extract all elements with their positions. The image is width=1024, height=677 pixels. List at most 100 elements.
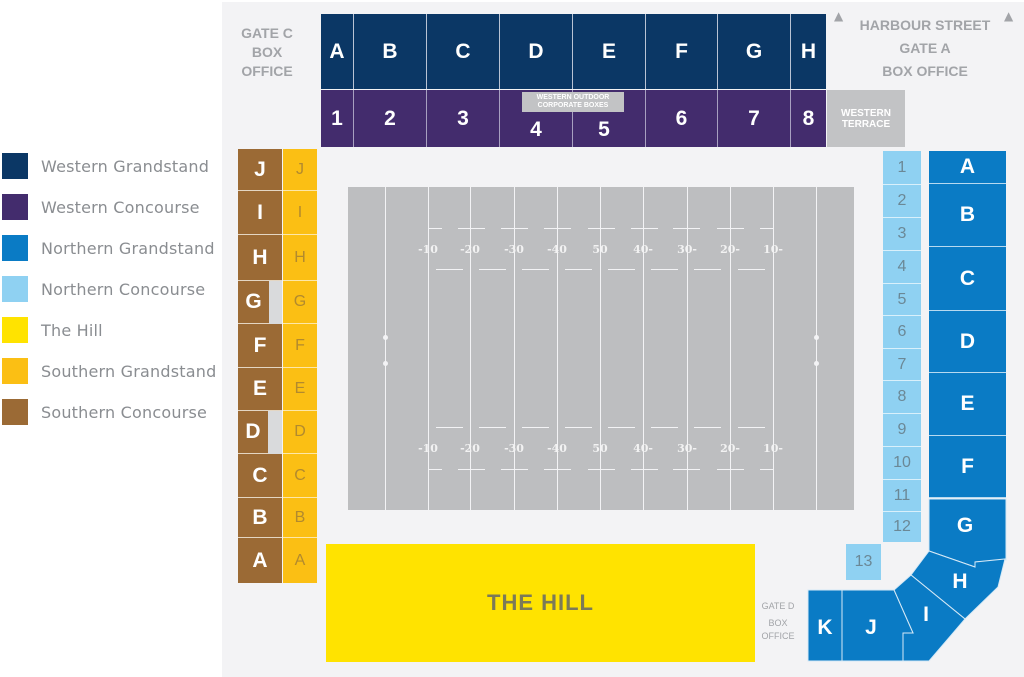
section-sc-f[interactable]: F — [238, 324, 282, 368]
section-nc-12[interactable]: 12 — [883, 512, 921, 542]
gate-c-line3: OFFICE — [241, 62, 293, 79]
section-ng-b[interactable]: B — [929, 184, 1006, 247]
section-sg-f[interactable]: F — [283, 324, 317, 368]
yard-label: -40 — [547, 442, 567, 455]
yard-label: 30- — [677, 243, 697, 256]
section-wc-1[interactable]: 1 — [321, 90, 354, 147]
yard-label: -20 — [460, 442, 480, 455]
section-nc-2[interactable]: 2 — [883, 185, 921, 218]
section-wg-d[interactable]: D — [500, 14, 573, 89]
section-sg-g[interactable]: G — [283, 281, 317, 324]
section-sg-i[interactable]: I — [283, 191, 317, 235]
legend-label: The Hill — [41, 320, 103, 340]
legend-item-northern-grandstand[interactable]: Northern Grandstand — [2, 235, 215, 261]
section-nc-3[interactable]: 3 — [883, 218, 921, 251]
section-sc-a[interactable]: A — [238, 538, 282, 583]
legend-item-western-concourse[interactable]: Western Concourse — [2, 194, 200, 220]
legend-label: Northern Grandstand — [41, 238, 215, 258]
section-sc-g[interactable]: G — [238, 281, 269, 324]
western-terrace[interactable]: WESTERN TERRACE — [827, 90, 905, 147]
section-wg-g[interactable]: G — [718, 14, 791, 89]
section-wg-c[interactable]: C — [427, 14, 500, 89]
section-nc-7[interactable]: 7 — [883, 349, 921, 381]
section-sc-d[interactable]: D — [238, 411, 268, 454]
yard-label: 50 — [592, 243, 608, 256]
gate-a-box-office: HARBOUR STREET GATE A BOX OFFICE — [850, 14, 1000, 83]
section-nc-4[interactable]: 4 — [883, 251, 921, 284]
section-nc-5[interactable]: 5 — [883, 284, 921, 316]
gate-c-box-office: GATE C BOX OFFICE — [232, 24, 302, 81]
section-wc-3[interactable]: 3 — [427, 90, 500, 147]
western-outdoor-corporate-boxes[interactable]: WESTERN OUTDOOR CORPORATE BOXES — [522, 92, 624, 112]
section-ng-i[interactable]: I — [923, 603, 929, 626]
section-nc-13[interactable]: 13 — [846, 544, 881, 580]
yard-label: 40- — [633, 442, 653, 455]
terrace-line2: TERRACE — [841, 118, 891, 130]
section-wg-h[interactable]: H — [791, 14, 826, 89]
section-nc-8[interactable]: 8 — [883, 381, 921, 414]
section-nc-6[interactable]: 6 — [883, 316, 921, 349]
legend-item-western-grandstand[interactable]: Western Grandstand — [2, 153, 209, 179]
section-wg-b[interactable]: B — [354, 14, 427, 89]
section-nc-1[interactable]: 1 — [883, 151, 921, 185]
yard-label: 50 — [592, 442, 608, 455]
gap-block — [268, 411, 282, 454]
legend-label: Southern Concourse — [41, 402, 208, 422]
section-sc-h[interactable]: H — [238, 235, 282, 281]
section-wg-a[interactable]: A — [321, 14, 354, 89]
section-ng-e[interactable]: E — [929, 373, 1006, 436]
yard-label: 10- — [763, 442, 783, 455]
legend-item-the-hill[interactable]: The Hill — [2, 317, 103, 343]
section-sg-e[interactable]: E — [283, 368, 317, 411]
section-sg-j[interactable]: J — [283, 149, 317, 191]
legend-swatch — [2, 358, 28, 384]
section-sg-b[interactable]: B — [283, 498, 317, 538]
legend-item-northern-concourse[interactable]: Northern Concourse — [2, 276, 205, 302]
arrow-up-icon: ▲ — [834, 9, 844, 23]
yard-label: 20- — [720, 442, 740, 455]
section-nc-11[interactable]: 11 — [883, 480, 921, 512]
legend-label: Southern Grandstand — [41, 361, 217, 381]
legend-item-southern-concourse[interactable]: Southern Concourse — [2, 399, 207, 425]
arrow-up-icon: ▲ — [1004, 9, 1014, 23]
section-wc-6[interactable]: 6 — [646, 90, 718, 147]
gate-c-line2: BOX — [251, 43, 283, 60]
section-wc-8[interactable]: 8 — [791, 90, 826, 147]
gate-a-line2: GATE A — [899, 40, 951, 57]
section-sc-j[interactable]: J — [238, 149, 282, 191]
section-wg-e[interactable]: E — [573, 14, 646, 89]
section-sg-a[interactable]: A — [283, 538, 317, 583]
legend-swatch — [2, 399, 28, 425]
section-sg-d[interactable]: D — [283, 411, 317, 454]
section-ng-j[interactable]: J — [865, 616, 877, 639]
section-the-hill[interactable]: THE HILL — [326, 544, 755, 662]
section-ng-a[interactable]: A — [929, 151, 1006, 184]
section-sc-b[interactable]: B — [238, 498, 282, 538]
yard-label: 30- — [677, 442, 697, 455]
section-ng-k-shape[interactable] — [807, 589, 843, 662]
legend-swatch — [2, 276, 28, 302]
section-sg-c[interactable]: C — [283, 454, 317, 498]
section-wc-2[interactable]: 2 — [354, 90, 427, 147]
section-sc-i[interactable]: I — [238, 191, 282, 235]
yard-label: -30 — [504, 243, 524, 256]
section-ng-g[interactable]: G — [956, 514, 974, 537]
section-ng-d[interactable]: D — [929, 311, 1006, 373]
northern-corner-sections — [807, 498, 1007, 662]
section-ng-f[interactable]: F — [929, 436, 1006, 498]
section-sc-c[interactable]: C — [238, 454, 282, 498]
section-sc-e[interactable]: E — [238, 368, 282, 411]
section-nc-9[interactable]: 9 — [883, 414, 921, 447]
section-wc-7[interactable]: 7 — [718, 90, 791, 147]
yard-label: -40 — [547, 243, 567, 256]
section-ng-k[interactable]: K — [817, 616, 833, 639]
section-ng-h[interactable]: H — [952, 570, 968, 593]
gate-a-line1: HARBOUR STREET — [859, 17, 991, 33]
legend-item-southern-grandstand[interactable]: Southern Grandstand — [2, 358, 216, 384]
section-nc-10[interactable]: 10 — [883, 447, 921, 480]
legend-swatch — [2, 235, 28, 261]
yard-label: -10 — [418, 442, 438, 455]
section-wg-f[interactable]: F — [646, 14, 718, 89]
section-sg-h[interactable]: H — [283, 235, 317, 281]
section-ng-c[interactable]: C — [929, 247, 1006, 311]
